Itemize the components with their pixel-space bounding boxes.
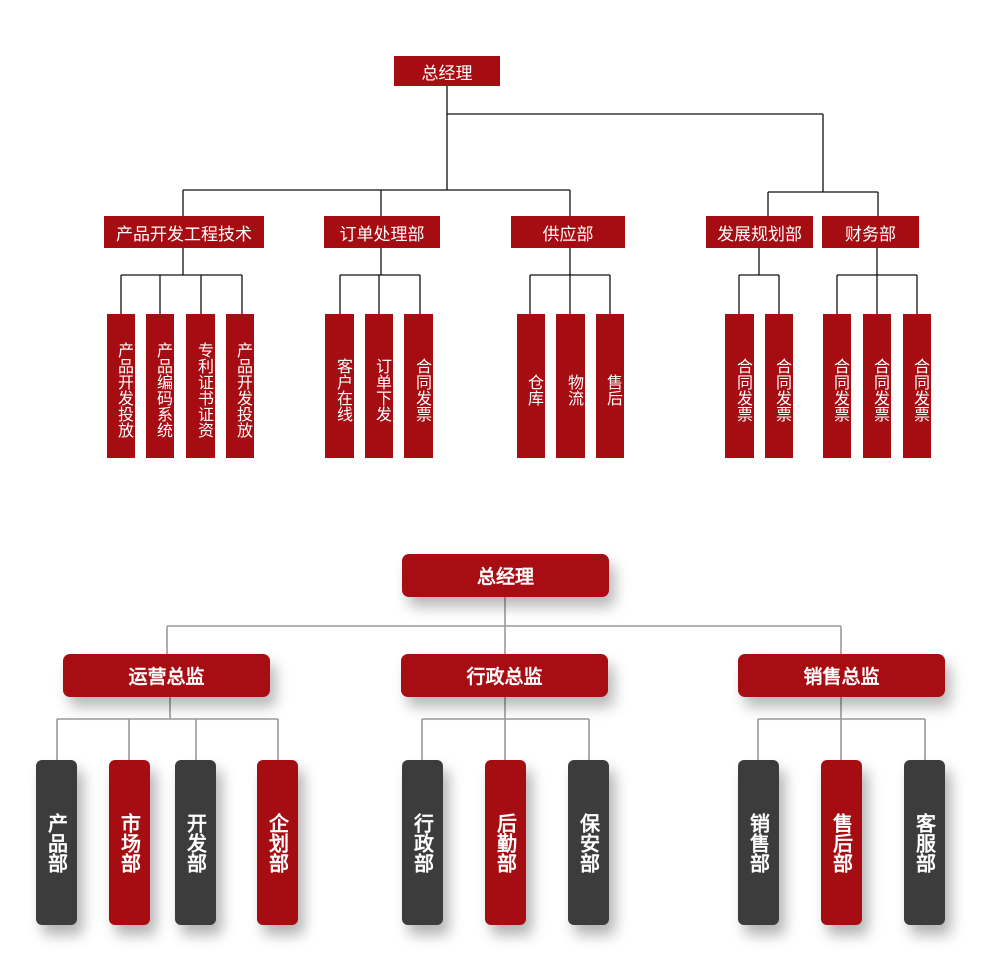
chart2-connectors — [56, 597, 926, 760]
chart2-leaf: 产品部 — [36, 760, 77, 925]
chart1-leaf: 专利证书证资 — [186, 314, 215, 458]
chart2-director-administration: 行政总监 — [401, 654, 608, 697]
chart2-leaf: 市场部 — [109, 760, 150, 925]
chart1-leaf: 仓库 — [517, 314, 545, 458]
chart1-leaf: 合同发票 — [903, 314, 931, 458]
chart2-leaf: 保安部 — [568, 760, 609, 925]
chart2-leaf: 行政部 — [402, 760, 443, 925]
chart1-leaf: 产品开发投放 — [226, 314, 254, 458]
chart1-dept-product-dev: 产品开发工程技术 — [104, 216, 264, 248]
chart1-leaf: 订单下发 — [365, 314, 393, 458]
chart1-leaf: 客户在线 — [325, 314, 354, 458]
chart2-root-node: 总经理 — [402, 554, 609, 597]
chart2-leaf: 后勤部 — [485, 760, 526, 925]
chart1-leaf: 合同发票 — [863, 314, 891, 458]
chart1-leaf: 合同发票 — [404, 314, 433, 458]
chart1-dept-finance: 财务部 — [822, 216, 919, 248]
chart2-director-operations: 运营总监 — [63, 654, 270, 697]
chart1-connectors — [120, 86, 918, 314]
chart1-root-node: 总经理 — [394, 56, 500, 86]
chart1-dept-planning: 发展规划部 — [706, 216, 813, 248]
chart2-leaf: 开发部 — [175, 760, 216, 925]
chart1-leaf: 售后 — [596, 314, 624, 458]
chart1-leaf: 产品编码系统 — [146, 314, 174, 458]
chart2-leaf: 销售部 — [738, 760, 779, 925]
chart2-director-sales: 销售总监 — [738, 654, 945, 697]
chart1-leaf: 物流 — [556, 314, 585, 458]
chart1-leaf: 合同发票 — [725, 314, 754, 458]
chart2-leaf: 售后部 — [821, 760, 862, 925]
chart1-leaf: 合同发票 — [823, 314, 851, 458]
chart2-leaf: 企划部 — [257, 760, 298, 925]
chart1-leaf: 合同发票 — [765, 314, 793, 458]
chart1-dept-supply: 供应部 — [511, 216, 625, 248]
chart1-dept-order-processing: 订单处理部 — [324, 216, 440, 248]
chart2-leaf: 客服部 — [904, 760, 945, 925]
chart1-leaf: 产品开发投放 — [107, 314, 135, 458]
